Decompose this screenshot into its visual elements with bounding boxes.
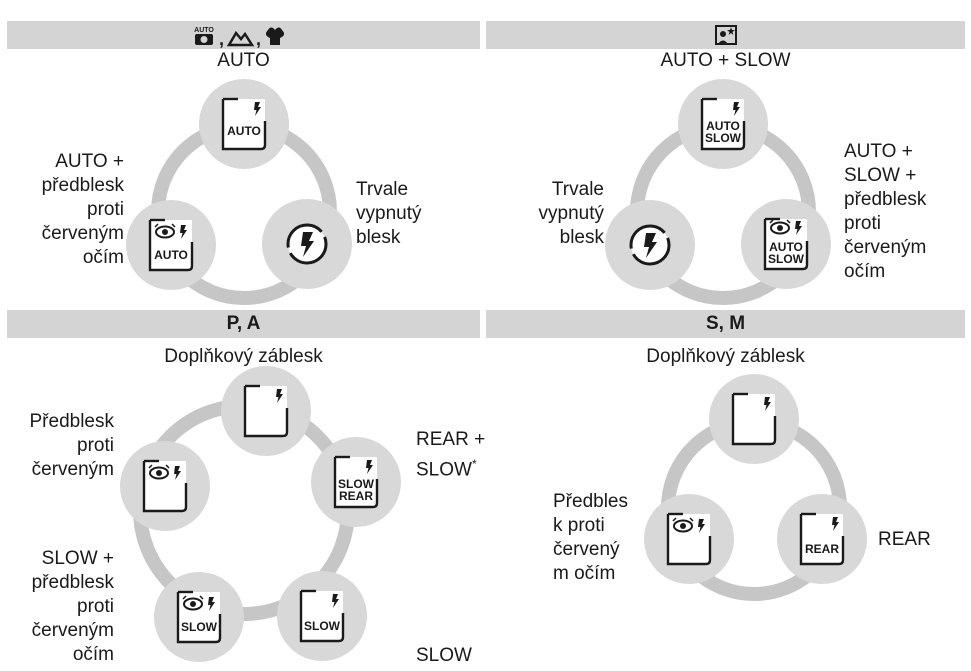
panel-header-icons: AUTO , , xyxy=(194,27,284,49)
svg-text:AUTO: AUTO xyxy=(706,119,740,133)
flash-mode-slow: SLOW xyxy=(277,571,367,661)
flash-mode-flash-off xyxy=(605,200,695,290)
svg-text:AUTO: AUTO xyxy=(227,124,261,138)
svg-text:SLOW: SLOW xyxy=(338,477,375,491)
svg-text:SLOW: SLOW xyxy=(768,252,805,266)
svg-text:AUTO: AUTO xyxy=(154,248,188,262)
subtitle-auto-slow: AUTO + SLOW xyxy=(660,50,791,71)
svg-text:SLOW: SLOW xyxy=(304,619,341,633)
svg-text:,: , xyxy=(219,29,224,49)
flash-mode-slow-redeye: SLOW xyxy=(154,572,244,662)
svg-text:AUTO: AUTO xyxy=(194,27,214,34)
flash-mode-rear: REAR xyxy=(777,494,867,584)
svg-text:AUTO: AUTO xyxy=(769,240,803,254)
panel-header-night-portrait xyxy=(486,21,965,49)
svg-text:REAR: REAR xyxy=(339,489,373,503)
subtitle-fill-flash-pa: Doplňkový záblesk xyxy=(164,346,323,367)
auto-camera-icon: AUTO xyxy=(194,27,214,45)
subtitle-fill-flash-sm: Doplňkový záblesk xyxy=(646,346,805,367)
flash-mode-redeye xyxy=(120,441,210,531)
diagram-s-m-panel: REAR xyxy=(644,374,867,601)
flash-mode-redeye xyxy=(644,494,734,584)
panel-header-s-m: S, M xyxy=(486,310,965,338)
svg-text:SLOW: SLOW xyxy=(181,620,218,634)
diagram-auto-slow-panel: AUTO SLOW AUTO SLOW xyxy=(605,79,831,305)
svg-text:REAR: REAR xyxy=(805,542,839,556)
flash-mode-auto-slow-redeye: AUTO SLOW xyxy=(741,199,831,289)
close-up-icon xyxy=(265,27,284,45)
panel-header-auto-modes: AUTO , , xyxy=(7,21,480,49)
flash-mode-auto-redeye: AUTO xyxy=(126,200,216,290)
flash-mode-flash-off xyxy=(262,199,352,289)
flash-mode-auto: AUTO xyxy=(199,79,289,169)
label-rear-slow: REAR +SLOW* xyxy=(416,429,486,481)
svg-text:,: , xyxy=(256,29,261,49)
diagram-auto-panel: AUTO AUTO xyxy=(126,79,352,305)
diagram-p-a-panel: SLOW REAR SLOW SLOW xyxy=(120,366,401,662)
label-slow: SLOW xyxy=(416,645,472,666)
flash-mode-fill-flash xyxy=(221,366,311,456)
flash-mode-slow-rear: SLOW REAR xyxy=(311,437,401,527)
svg-text:SLOW: SLOW xyxy=(705,131,742,145)
flash-mode-auto-slow: AUTO SLOW xyxy=(678,79,768,169)
label-rear: REAR xyxy=(878,529,931,550)
panel-header-p-a: P, A xyxy=(7,310,480,338)
subtitle-auto: AUTO xyxy=(217,50,270,71)
flash-mode-fill-flash xyxy=(709,374,799,464)
landscape-icon xyxy=(226,30,254,47)
night-portrait-icon xyxy=(714,25,737,45)
